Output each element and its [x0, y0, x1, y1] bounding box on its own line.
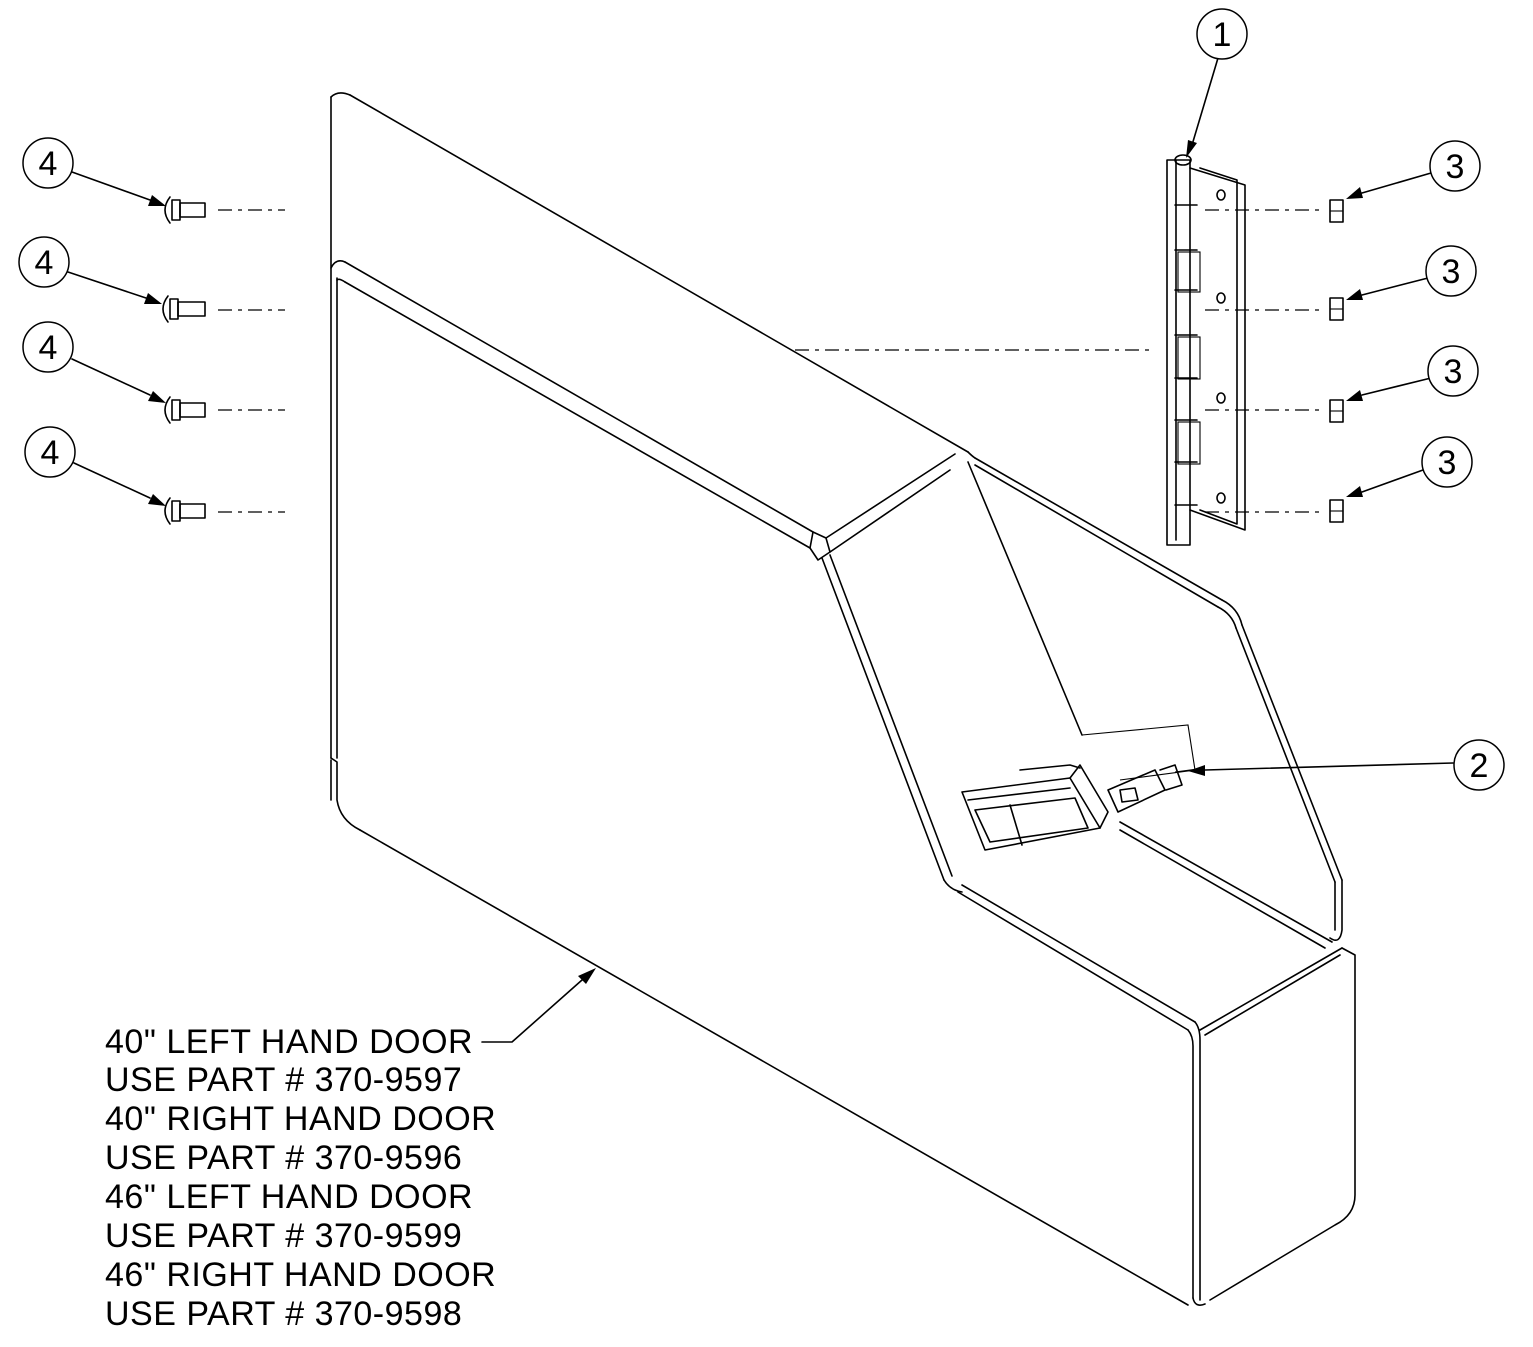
item-balloon-4-d: 4 — [24, 426, 76, 478]
balloon-4-label: 4 — [41, 434, 60, 472]
balloon-3-label: 3 — [1442, 253, 1461, 291]
item-balloon-4-a: 4 — [22, 137, 74, 189]
leader-lines — [67, 57, 1454, 1043]
item-balloon-1: 1 — [1196, 8, 1248, 60]
balloon-3-label: 3 — [1446, 148, 1465, 186]
latch-assembly — [961, 724, 1206, 851]
note-line-6: USE PART # 370-9599 — [105, 1217, 462, 1255]
assembly-center-lines — [218, 209, 1325, 513]
item-balloon-3-c: 3 — [1427, 345, 1479, 397]
balloon-4-label: 4 — [39, 329, 58, 367]
note-line-7: 46" RIGHT HAND DOOR — [105, 1256, 496, 1294]
note-line-1: 40" LEFT HAND DOOR — [105, 1023, 473, 1061]
item-balloon-4-b: 4 — [18, 236, 70, 288]
balloon-3-label: 3 — [1438, 444, 1457, 482]
note-line-8: USE PART # 370-9598 — [105, 1295, 462, 1333]
balloon-4-label: 4 — [39, 145, 58, 183]
note-line-4: USE PART # 370-9596 — [105, 1139, 462, 1177]
balloon-1-label: 1 — [1213, 16, 1232, 54]
item-balloon-3-d: 3 — [1421, 436, 1473, 488]
carriage-bolts — [162, 196, 206, 525]
balloon-2-label: 2 — [1470, 747, 1489, 785]
piano-hinge — [1166, 154, 1246, 546]
hinge-nuts — [1329, 199, 1344, 523]
note-line-5: 46" LEFT HAND DOOR — [105, 1178, 473, 1216]
item-balloon-3-a: 3 — [1429, 140, 1481, 192]
item-balloon-2: 2 — [1453, 739, 1505, 791]
part-number-notes: 40" LEFT HAND DOOR USE PART # 370-9597 4… — [105, 1023, 496, 1333]
door-panel — [330, 92, 1356, 1306]
balloon-4-label: 4 — [35, 244, 54, 282]
item-balloon-3-b: 3 — [1425, 245, 1477, 297]
balloon-3-label: 3 — [1444, 353, 1463, 391]
item-balloon-4-c: 4 — [22, 321, 74, 373]
note-line-3: 40" RIGHT HAND DOOR — [105, 1100, 496, 1138]
note-line-2: USE PART # 370-9597 — [105, 1061, 462, 1099]
